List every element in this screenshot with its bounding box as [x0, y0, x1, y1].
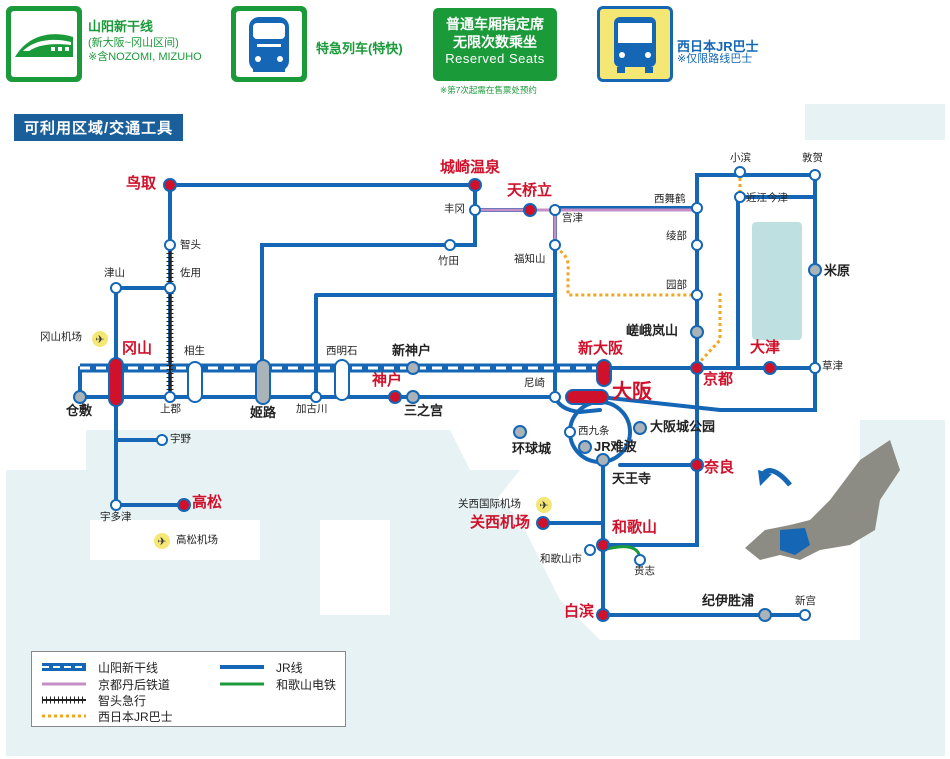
svg-text:✈: ✈ [95, 334, 104, 346]
station-kurashiki[interactable]: 仓敷 [66, 403, 93, 418]
station-shirahama[interactable]: 白滨 [564, 603, 595, 620]
bus-icon [597, 6, 673, 82]
legend-wakayama: 和歌山电铁 [276, 678, 337, 692]
station-kusatsu[interactable]: 草津 [822, 360, 843, 372]
bottom-legend: 山阳新干线 JR线 京都丹后铁道 和歌山电铁 智头急行 西日本JR巴士 [31, 651, 346, 727]
bus-title: 西日本JR巴士 [677, 39, 759, 54]
station-kanku[interactable]: 关西机场 [470, 514, 531, 531]
station-obama[interactable]: 小滨 [730, 152, 751, 164]
okayama-capsule [108, 357, 124, 407]
station-shingu[interactable]: 新宫 [795, 595, 816, 607]
shinkansen-title: 山阳新干线 [88, 19, 154, 34]
station-osaka[interactable]: 大阪 [612, 381, 652, 403]
station-miyazu[interactable]: 宫津 [562, 212, 583, 224]
reserved-line3: Reserved Seats [445, 51, 545, 66]
station-otsu[interactable]: 大津 [750, 339, 781, 356]
station-tottori[interactable]: 鸟取 [126, 175, 157, 192]
station-omiimazu[interactable]: 近江今津 [746, 192, 788, 204]
station-shinkobe[interactable]: 新神户 [392, 343, 432, 358]
station-sannomiya[interactable]: 三之宫 [404, 403, 444, 418]
station-takamatsu-airport[interactable]: 高松机场 [176, 534, 218, 546]
reserved-seats-badge: 普通车厢指定席 无限次数乘坐 Reserved Seats [433, 8, 557, 81]
station-kyoto[interactable]: 京都 [703, 371, 734, 388]
legend-bus: 西日本JR巴士 [98, 710, 173, 724]
reserved-line2: 无限次数乘坐 [453, 34, 537, 50]
station-universal[interactable]: 环球城 [512, 441, 552, 456]
station-kanku-airport[interactable]: 关西国际机场 [458, 498, 521, 510]
express-title: 特急列车(特快) [316, 41, 403, 56]
station-maibara[interactable]: 米原 [824, 263, 851, 278]
nishiakashi-capsule [334, 359, 350, 401]
station-kobe[interactable]: 神户 [372, 372, 403, 389]
station-toyooka[interactable]: 丰冈 [444, 203, 465, 215]
station-fukuchiyama[interactable]: 福知山 [514, 253, 546, 265]
station-sayo[interactable]: 佐用 [180, 267, 201, 279]
station-kakogawa[interactable]: 加古川 [296, 403, 328, 415]
station-amagasaki[interactable]: 尼崎 [524, 377, 545, 389]
station-takamatsu[interactable]: 高松 [192, 494, 223, 511]
station-nishimaizuru[interactable]: 西舞鹤 [654, 193, 686, 205]
express-train-icon [231, 6, 307, 82]
station-takeda[interactable]: 竹田 [438, 255, 459, 267]
station-okayama[interactable]: 冈山 [122, 340, 153, 357]
station-nara[interactable]: 奈良 [704, 459, 735, 476]
shinosaka-capsule [596, 359, 612, 387]
station-chizu[interactable]: 智头 [180, 239, 201, 251]
station-kinosaki[interactable]: 城崎温泉 [440, 159, 501, 176]
station-tsuyama[interactable]: 津山 [104, 267, 125, 279]
legend-jr: JR线 [276, 661, 303, 675]
station-aioi[interactable]: 相生 [184, 345, 205, 357]
station-saganoarashiyama[interactable]: 嵯峨岚山 [626, 323, 679, 338]
station-sonobe[interactable]: 园部 [666, 279, 687, 291]
airplane-icon: ✈ ✈ ✈ [92, 331, 552, 549]
svg-text:✈: ✈ [539, 500, 548, 512]
station-ayabe[interactable]: 绫部 [666, 230, 687, 242]
bus-note: ※仅限路线巴士 [677, 53, 753, 65]
station-nishikujo[interactable]: 西九条 [578, 425, 610, 437]
station-uno[interactable]: 宇野 [170, 433, 191, 445]
station-tsuruga[interactable]: 敦贺 [802, 152, 823, 164]
station-kamigun[interactable]: 上郡 [160, 403, 181, 415]
shinkansen-note: ※含NOZOMI, MIZUHO [88, 51, 202, 63]
osaka-capsule [565, 389, 609, 405]
station-jrnamba[interactable]: JR难波 [594, 439, 637, 454]
station-osakajokoen[interactable]: 大阪城公园 [650, 419, 716, 434]
station-udatsu[interactable]: 宇多津 [100, 511, 132, 523]
shinkansen-sub: (新大阪~冈山区间) [88, 37, 179, 49]
station-amanohashidate[interactable]: 天桥立 [507, 182, 553, 199]
japan-inset [745, 440, 900, 560]
station-wakayamashi[interactable]: 和歌山市 [540, 553, 582, 565]
station-kiikatsuura[interactable]: 纪伊胜浦 [702, 593, 755, 608]
station-tennoji[interactable]: 天王寺 [612, 471, 652, 486]
station-shinosaka[interactable]: 新大阪 [578, 340, 624, 357]
map-header: 可利用区域/交通工具 [14, 114, 184, 141]
svg-text:✈: ✈ [157, 536, 166, 548]
station-dots [73, 166, 822, 622]
station-kishi[interactable]: 贵志 [634, 565, 655, 577]
station-wakayama[interactable]: 和歌山 [612, 519, 658, 536]
station-okayama-airport[interactable]: 冈山机场 [40, 331, 82, 343]
himeji-capsule [255, 359, 271, 405]
legend-shinkansen: 山阳新干线 [98, 661, 159, 675]
legend-tango: 京都丹后铁道 [98, 678, 171, 692]
top-legend: 山阳新干线 (新大阪~冈山区间) ※含NOZOMI, MIZUHO 特急列车(特… [0, 0, 950, 100]
aioi-capsule [187, 361, 203, 403]
lake-biwa [752, 222, 802, 340]
reserved-note: ※第7次起需在售票处预约 [440, 85, 537, 95]
legend-chizu: 智头急行 [98, 694, 147, 708]
station-nishiakashi[interactable]: 西明石 [326, 345, 358, 357]
station-himeji[interactable]: 姬路 [250, 405, 277, 420]
reserved-line1: 普通车厢指定席 [446, 16, 544, 32]
bullet-train-icon [6, 6, 82, 82]
